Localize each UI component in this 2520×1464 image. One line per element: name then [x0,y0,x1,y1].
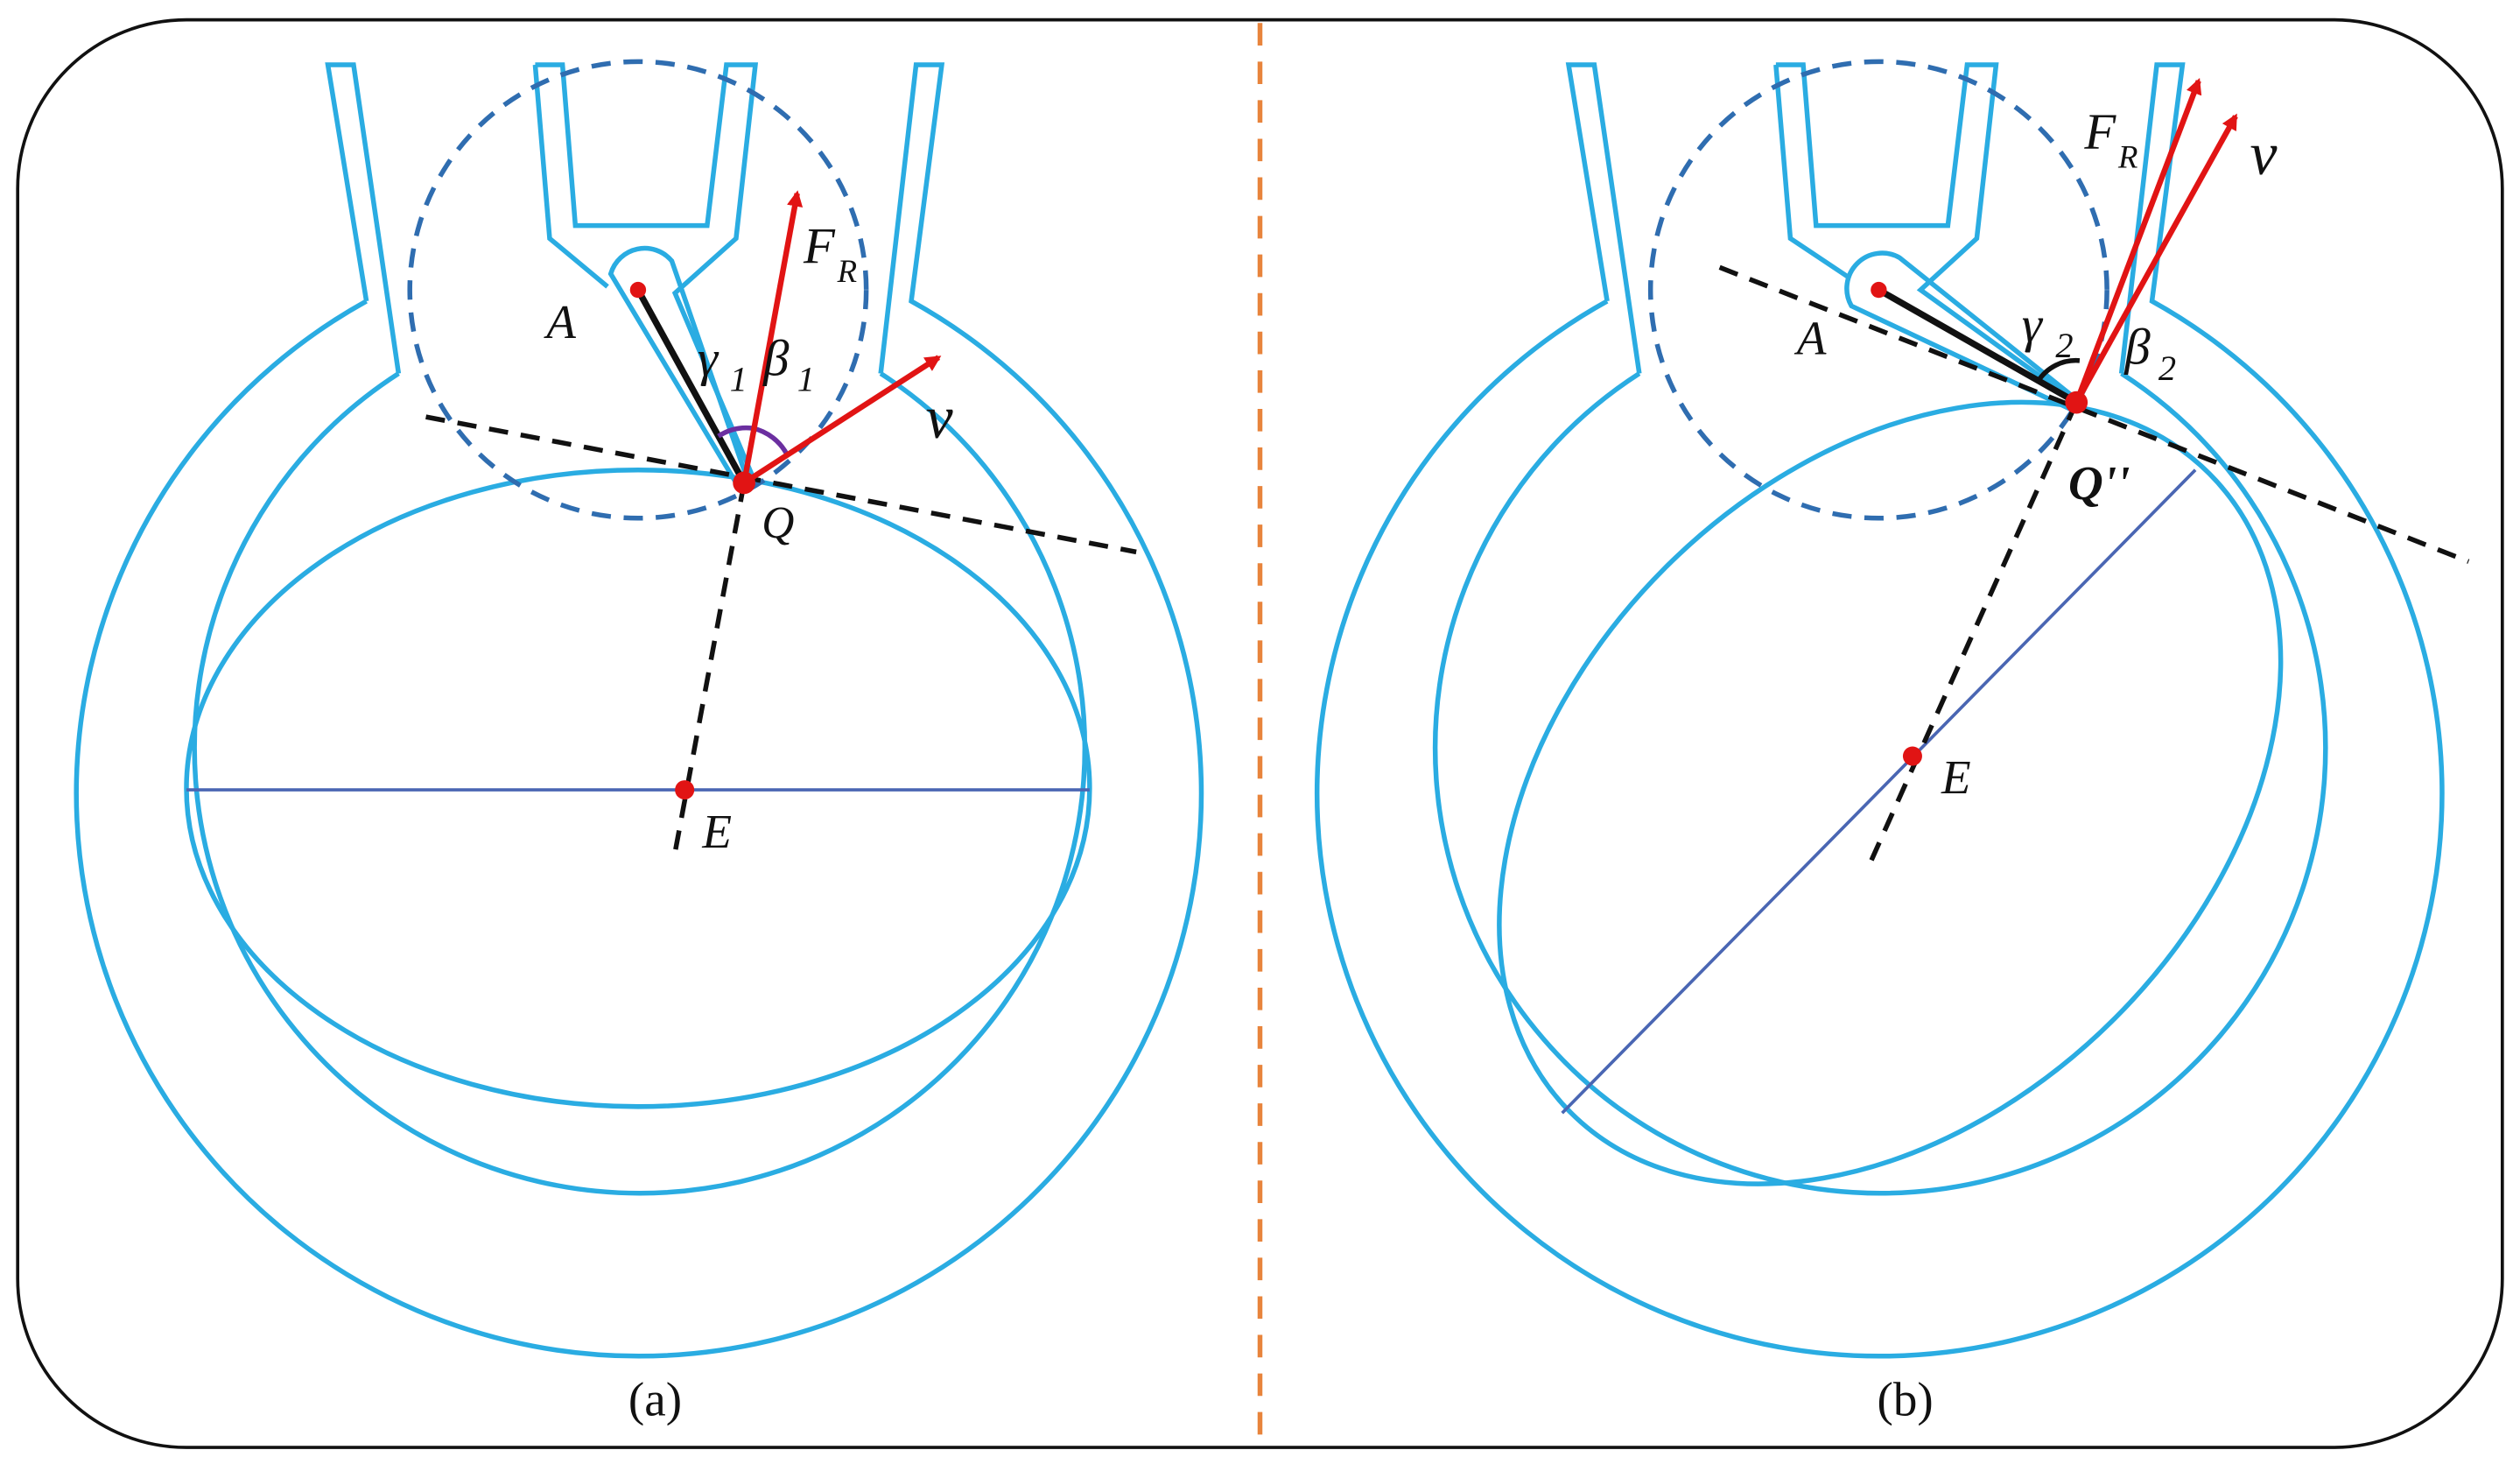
u-pocket-a [535,62,759,484]
outer-frame [16,18,2504,1449]
point-a-dot-a [629,281,647,299]
label-point-e-a: E [701,805,732,858]
panel-a: A Q E F R v γ 1 β 1 (a) [74,59,1204,1425]
label-beta-sub-a: 1 [797,360,815,399]
tangent-line-b [1718,264,2470,564]
label-gamma-b: γ [2022,296,2044,353]
label-point-q-b: Q'' [2068,456,2130,510]
inner-ring-contour-b [1432,371,2328,1196]
u-pocket-b [1775,62,2078,405]
dashed-circle-a [407,59,869,521]
point-q-dot-a [733,471,755,495]
velocity-vector-a [742,355,942,486]
label-force-a: F [803,217,836,274]
u-pocket-left-a [532,64,609,289]
major-axis-b [1561,468,2197,1115]
vane-slot-b [1844,250,2080,412]
label-beta-b: β [2123,319,2151,376]
dashed-circle-b [1647,59,2109,521]
label-gamma-sub-b: 2 [2055,326,2073,365]
angle-arc-gamma-b [2035,357,2081,384]
angle-arc-gamma-a [717,425,753,439]
point-e-dot-a [675,780,695,800]
tangent-line-a [425,414,1137,555]
force-vector-b [2074,77,2202,404]
label-point-e-b: E [1941,750,1971,804]
label-velocity-a: v [926,384,953,452]
label-velocity-b: v [2250,121,2278,188]
label-gamma-a: γ [698,329,719,386]
caption-a: (a) [628,1372,682,1425]
point-q-dot-b [2065,391,2088,414]
velocity-vector-b [2074,113,2238,405]
angle-arc-beta-a [751,426,790,457]
vane-slot-a [607,245,751,486]
outer-ring-contour-a [74,62,1204,1359]
u-pocket-left-b [1773,64,1850,279]
label-gamma-sub-a: 1 [730,360,748,399]
point-a-dot-b [1871,281,1887,299]
label-force-b: F [2083,102,2116,159]
panel-b: A Q'' E F R v γ 2 β 2 (b) [1315,59,2470,1425]
label-force-sub-b: R [2117,139,2137,175]
label-beta-a: β [762,329,790,386]
force-vector-a [741,190,804,483]
label-point-q-a: Q [762,498,794,548]
normal-line-b [1866,401,2079,867]
label-force-sub-a: R [837,253,857,289]
label-point-a-b: A [1793,312,1827,365]
rotor-ellipse-b [1497,399,2284,1186]
outer-ring-contour-b [1315,62,2445,1359]
label-point-a-a: A [543,295,576,348]
arm-aq-b [1877,286,2079,405]
point-e-dot-b [1902,746,1922,766]
inner-ring-contour-a [192,371,1088,1196]
arm-aq-a [635,288,748,485]
label-beta-sub-b: 2 [2158,348,2176,388]
caption-b: (b) [1878,1372,1934,1425]
